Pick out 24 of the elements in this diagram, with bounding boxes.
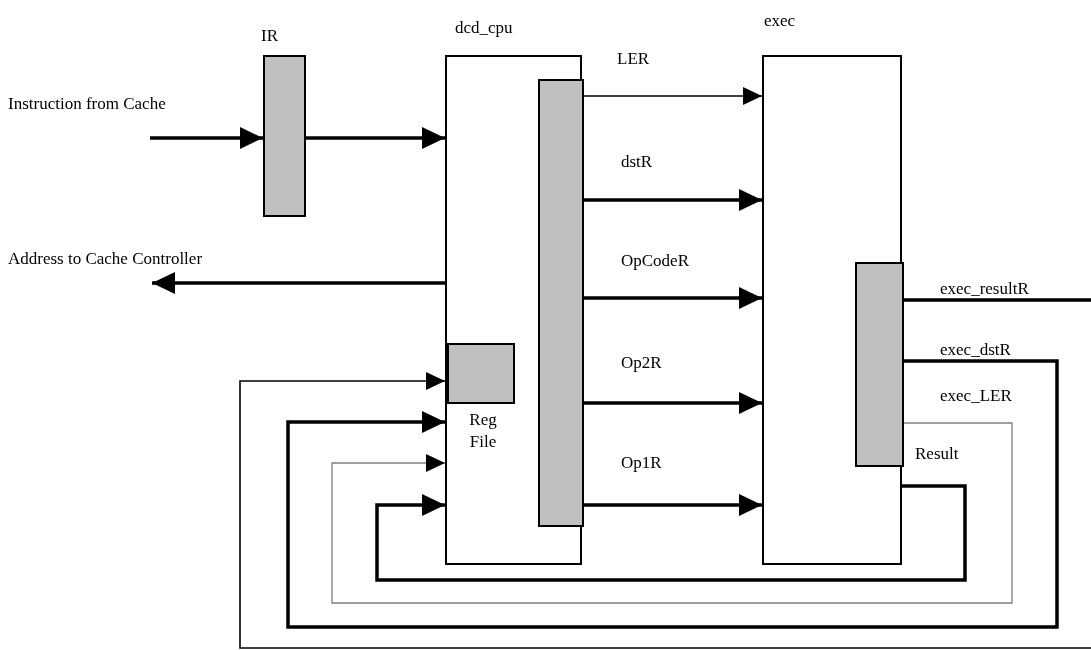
edge-label: LER: [617, 48, 650, 70]
edge-label: dstR: [621, 151, 653, 173]
edge-label: exec_resultR: [940, 278, 1029, 300]
pipeline-register: [855, 262, 904, 467]
pipeline-register: [538, 79, 584, 527]
stage-title: IR: [261, 25, 278, 47]
edge-label: OpCodeR: [621, 250, 689, 272]
signal-arrow: [331, 422, 1013, 604]
stage-title: dcd_cpu: [455, 17, 513, 39]
signal-arrow: [375, 484, 967, 582]
edge-label: exec_LER: [940, 385, 1012, 407]
signal-label: Instruction from Cache: [8, 93, 166, 115]
signal-arrow: [239, 372, 1091, 649]
signal-arrow: [152, 272, 445, 294]
signal-label: Address to Cache Controller: [8, 248, 203, 270]
signal-arrow: [286, 359, 1059, 629]
signal-arrow: [150, 127, 263, 149]
edge-label: Op1R: [621, 452, 662, 474]
register-file-label: Reg File: [468, 409, 498, 453]
edge-label: Op2R: [621, 352, 662, 374]
stage-title: exec: [764, 10, 796, 32]
edge-label: exec_dstR: [940, 339, 1011, 361]
signal-arrow: [306, 127, 445, 149]
edge-label: Result: [915, 443, 959, 465]
